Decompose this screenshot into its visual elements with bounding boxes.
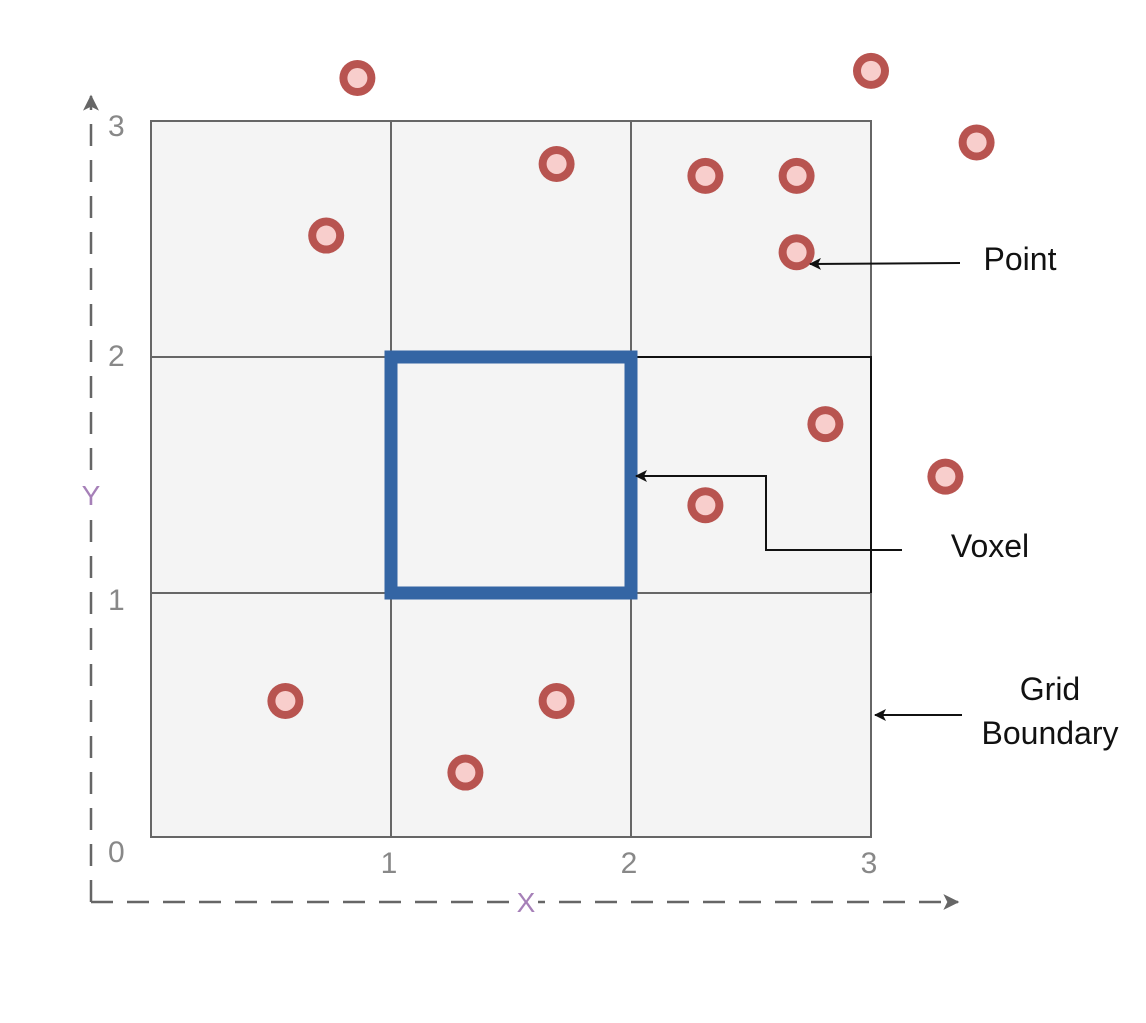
y-tick-label: 3	[108, 110, 125, 143]
point-callout-label: Point	[984, 241, 1057, 277]
point-inner-dot	[275, 690, 296, 711]
grid-cell	[150, 356, 392, 594]
x-axis-label: X	[517, 887, 536, 918]
point-marker	[687, 487, 724, 524]
callouts: Point Voxel Grid Boundary	[635, 241, 1119, 751]
grid-boundary-outline	[631, 356, 872, 593]
y-tick-label: 2	[108, 340, 125, 373]
point-inner-dot	[935, 466, 956, 487]
point-marker	[447, 754, 484, 791]
grid-cell	[390, 356, 632, 594]
point-inner-dot	[786, 165, 807, 186]
grid-cell	[630, 592, 872, 838]
voxel-arrow	[635, 470, 902, 551]
grid-boundary-callout-label: Grid	[1020, 671, 1080, 707]
point-marker	[778, 234, 815, 271]
point-inner-dot	[546, 690, 567, 711]
grid-cell	[630, 120, 872, 358]
point-inner-dot	[861, 60, 881, 81]
point-inner-dot	[786, 242, 807, 263]
point-marker	[339, 60, 376, 97]
points-layer	[267, 52, 995, 791]
point-marker	[778, 157, 815, 194]
point-inner-dot	[546, 153, 567, 174]
point-marker	[687, 157, 724, 194]
point-inner-dot	[815, 414, 836, 435]
y-tick-label: 1	[108, 584, 125, 617]
point-marker	[538, 682, 575, 719]
point-marker	[958, 124, 995, 161]
point-marker	[807, 406, 844, 443]
highlighted-voxel	[384, 350, 638, 600]
point-marker	[927, 458, 964, 495]
y-tick-label: 0	[108, 836, 125, 869]
x-tick-label: 2	[621, 847, 638, 880]
x-tick-label: 1	[381, 847, 398, 880]
point-inner-dot	[316, 225, 337, 246]
point-inner-dot	[347, 68, 368, 89]
tick-labels: 3 2 1 0 1 2 3	[108, 110, 877, 880]
point-marker	[267, 682, 304, 719]
point-inner-dot	[695, 495, 716, 516]
grid-boundary-callout-label: Boundary	[982, 715, 1119, 751]
point-marker	[308, 217, 345, 254]
point-arrow	[809, 257, 961, 270]
grid-cell	[390, 120, 632, 358]
point-inner-dot	[695, 165, 716, 186]
point-marker	[853, 52, 889, 89]
grid-cell	[150, 120, 392, 358]
point-inner-dot	[455, 762, 476, 783]
voxel-callout-label: Voxel	[951, 528, 1029, 564]
x-tick-label: 3	[861, 847, 878, 880]
y-axis-label: Y	[82, 480, 101, 511]
point-inner-dot	[966, 132, 987, 153]
grid-cell	[390, 592, 632, 838]
point-marker	[538, 145, 575, 182]
voxel-grid	[150, 120, 872, 838]
grid-cell	[150, 592, 392, 838]
